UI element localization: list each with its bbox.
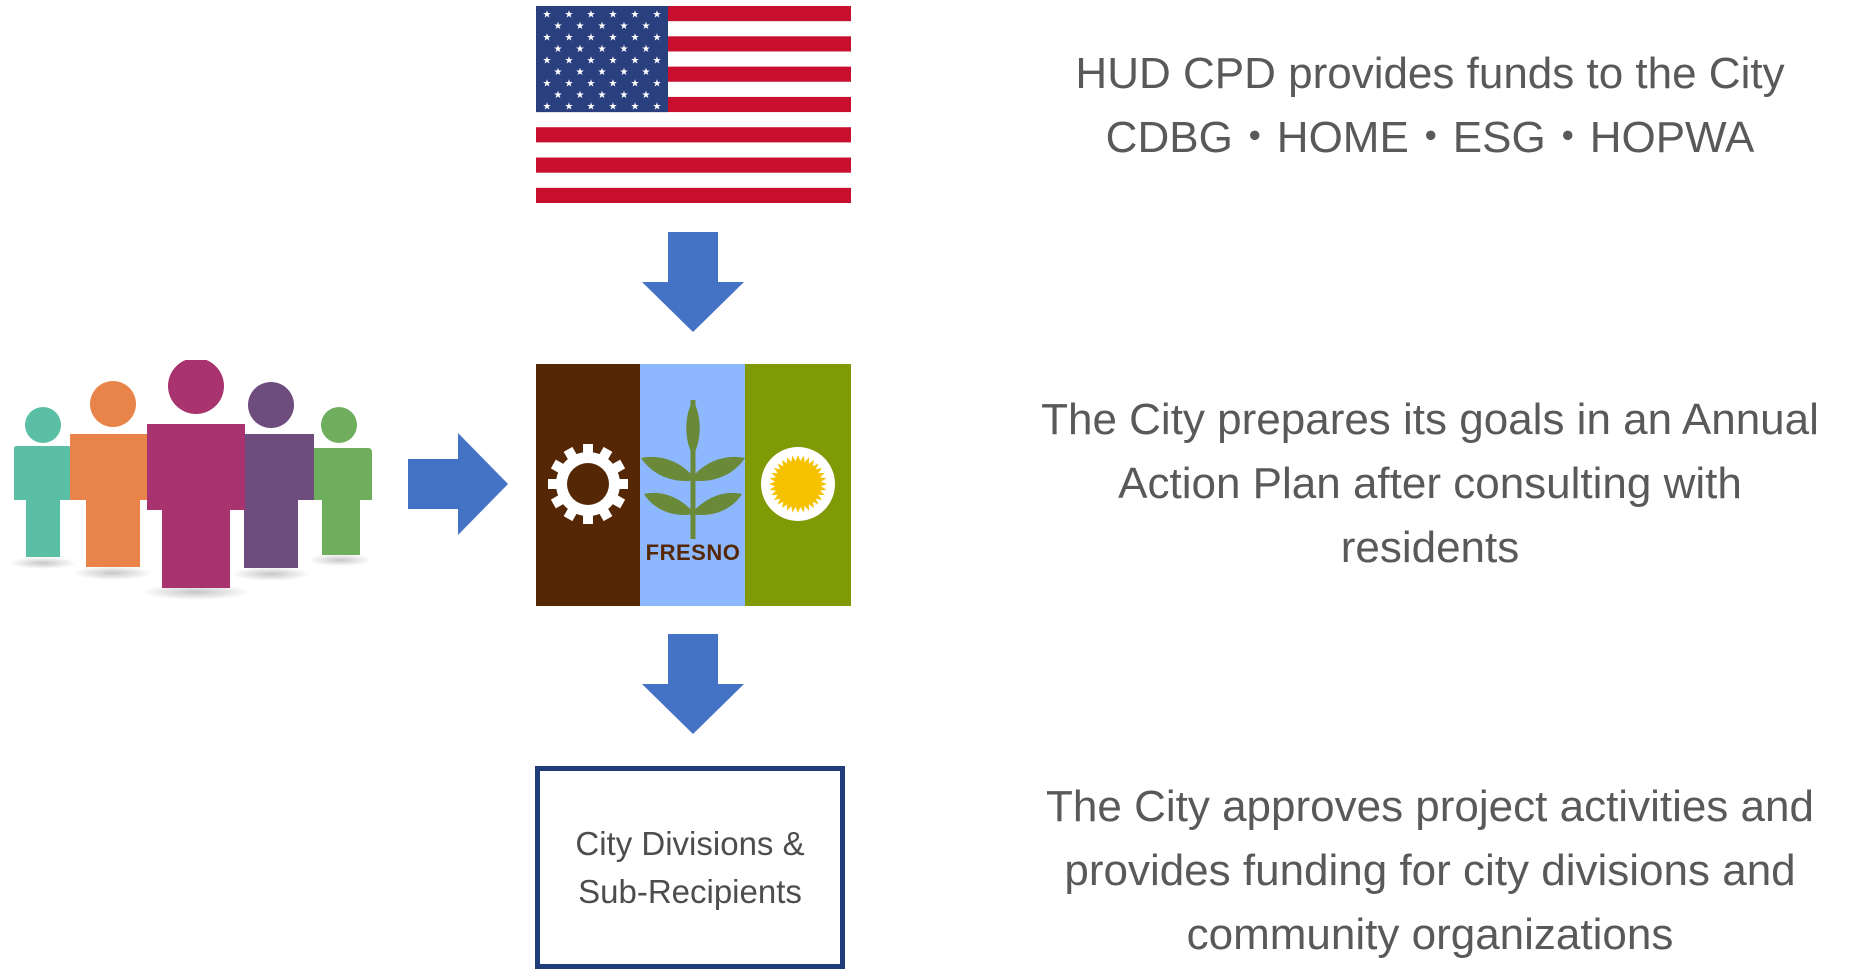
svg-text:★: ★ <box>543 56 552 67</box>
svg-text:★: ★ <box>587 56 596 67</box>
svg-text:★: ★ <box>565 79 574 90</box>
svg-text:★: ★ <box>631 79 640 90</box>
us-flag-icon: ★★★★★★★★★★★★★★★★★★★★★★★★★★★★★★★★★★★★★★★★… <box>536 6 851 203</box>
svg-text:★: ★ <box>631 56 640 67</box>
svg-text:★: ★ <box>587 79 596 90</box>
svg-text:★: ★ <box>587 33 596 44</box>
svg-text:★: ★ <box>565 33 574 44</box>
fresno-flag-word: FRESNO <box>646 540 741 565</box>
person-orange <box>70 381 154 567</box>
svg-text:★: ★ <box>631 102 640 113</box>
arrow-right-icon <box>408 433 508 535</box>
svg-text:★: ★ <box>653 56 662 67</box>
svg-text:★: ★ <box>576 44 585 55</box>
people-group-icon <box>8 360 378 600</box>
svg-text:★: ★ <box>642 44 651 55</box>
step3-line-3: community organizations <box>1186 910 1674 959</box>
svg-text:★: ★ <box>609 102 618 113</box>
box-line-1: City Divisions & <box>575 824 805 862</box>
svg-text:★: ★ <box>587 102 596 113</box>
svg-text:★: ★ <box>620 21 629 32</box>
svg-text:★: ★ <box>642 90 651 101</box>
svg-text:★: ★ <box>631 10 640 21</box>
svg-text:★: ★ <box>554 90 563 101</box>
svg-text:★: ★ <box>620 67 629 78</box>
svg-text:★: ★ <box>554 44 563 55</box>
svg-text:★: ★ <box>609 79 618 90</box>
svg-text:★: ★ <box>620 90 629 101</box>
svg-text:★: ★ <box>609 10 618 21</box>
person-teal <box>14 407 72 557</box>
svg-text:★: ★ <box>554 67 563 78</box>
svg-text:★: ★ <box>543 10 552 21</box>
svg-text:★: ★ <box>598 67 607 78</box>
person-green <box>310 407 372 555</box>
arrow-down-icon <box>642 232 744 332</box>
svg-text:★: ★ <box>653 10 662 21</box>
svg-text:★: ★ <box>609 33 618 44</box>
svg-text:★: ★ <box>598 21 607 32</box>
step2-line-2: Action Plan after consulting with <box>1118 459 1742 508</box>
svg-text:★: ★ <box>598 44 607 55</box>
person-magenta <box>147 360 245 588</box>
svg-text:★: ★ <box>609 56 618 67</box>
svg-text:★: ★ <box>576 90 585 101</box>
step2-line-3: residents <box>1340 523 1520 572</box>
arrow-down-icon <box>642 634 744 734</box>
step3-description: The City approves project activities and… <box>1000 775 1857 967</box>
svg-text:★: ★ <box>543 102 552 113</box>
step2-line-1: The City prepares its goals in an Annual <box>1041 395 1819 444</box>
svg-text:★: ★ <box>543 79 552 90</box>
step1-line-1: HUD CPD provides funds to the City <box>1075 49 1785 98</box>
person-purple <box>230 382 314 568</box>
svg-text:★: ★ <box>565 56 574 67</box>
svg-text:★: ★ <box>598 90 607 101</box>
step3-line-2: provides funding for city divisions and <box>1064 846 1796 895</box>
svg-text:★: ★ <box>653 79 662 90</box>
box-line-2: Sub-Recipients <box>578 872 802 910</box>
svg-text:★: ★ <box>565 102 574 113</box>
step1-description: HUD CPD provides funds to the City CDBG・… <box>1000 42 1857 170</box>
svg-text:★: ★ <box>642 21 651 32</box>
svg-text:★: ★ <box>554 21 563 32</box>
svg-text:★: ★ <box>565 10 574 21</box>
svg-text:★: ★ <box>576 67 585 78</box>
svg-text:★: ★ <box>653 33 662 44</box>
step2-description: The City prepares its goals in an Annual… <box>1000 388 1857 580</box>
step1-line-2: CDBG・HOME・ESG・HOPWA <box>1105 113 1755 162</box>
city-divisions-box: City Divisions & Sub-Recipients <box>535 766 845 969</box>
plant-icon <box>641 400 745 539</box>
svg-text:★: ★ <box>631 33 640 44</box>
fresno-city-flag-icon: FRESNO <box>536 364 851 606</box>
svg-text:★: ★ <box>576 21 585 32</box>
svg-text:★: ★ <box>620 44 629 55</box>
svg-text:★: ★ <box>653 102 662 113</box>
svg-text:★: ★ <box>543 33 552 44</box>
svg-text:★: ★ <box>642 67 651 78</box>
step3-line-1: The City approves project activities and <box>1046 782 1814 831</box>
svg-text:★: ★ <box>587 10 596 21</box>
